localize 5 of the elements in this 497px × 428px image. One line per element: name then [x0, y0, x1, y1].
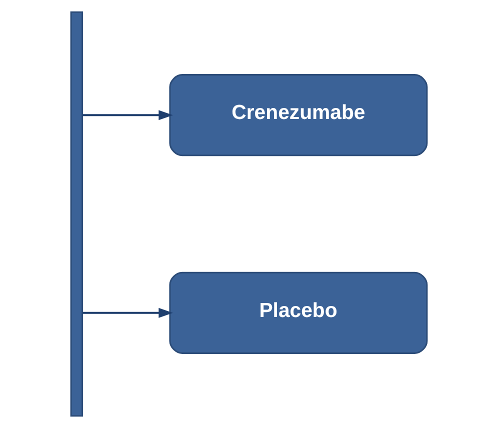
node-box: Crenezumabe: [168, 74, 428, 156]
node-box: Placebo: [168, 272, 428, 354]
arrow: [82, 308, 172, 318]
arrow: [82, 110, 172, 120]
node-box: [70, 11, 83, 417]
